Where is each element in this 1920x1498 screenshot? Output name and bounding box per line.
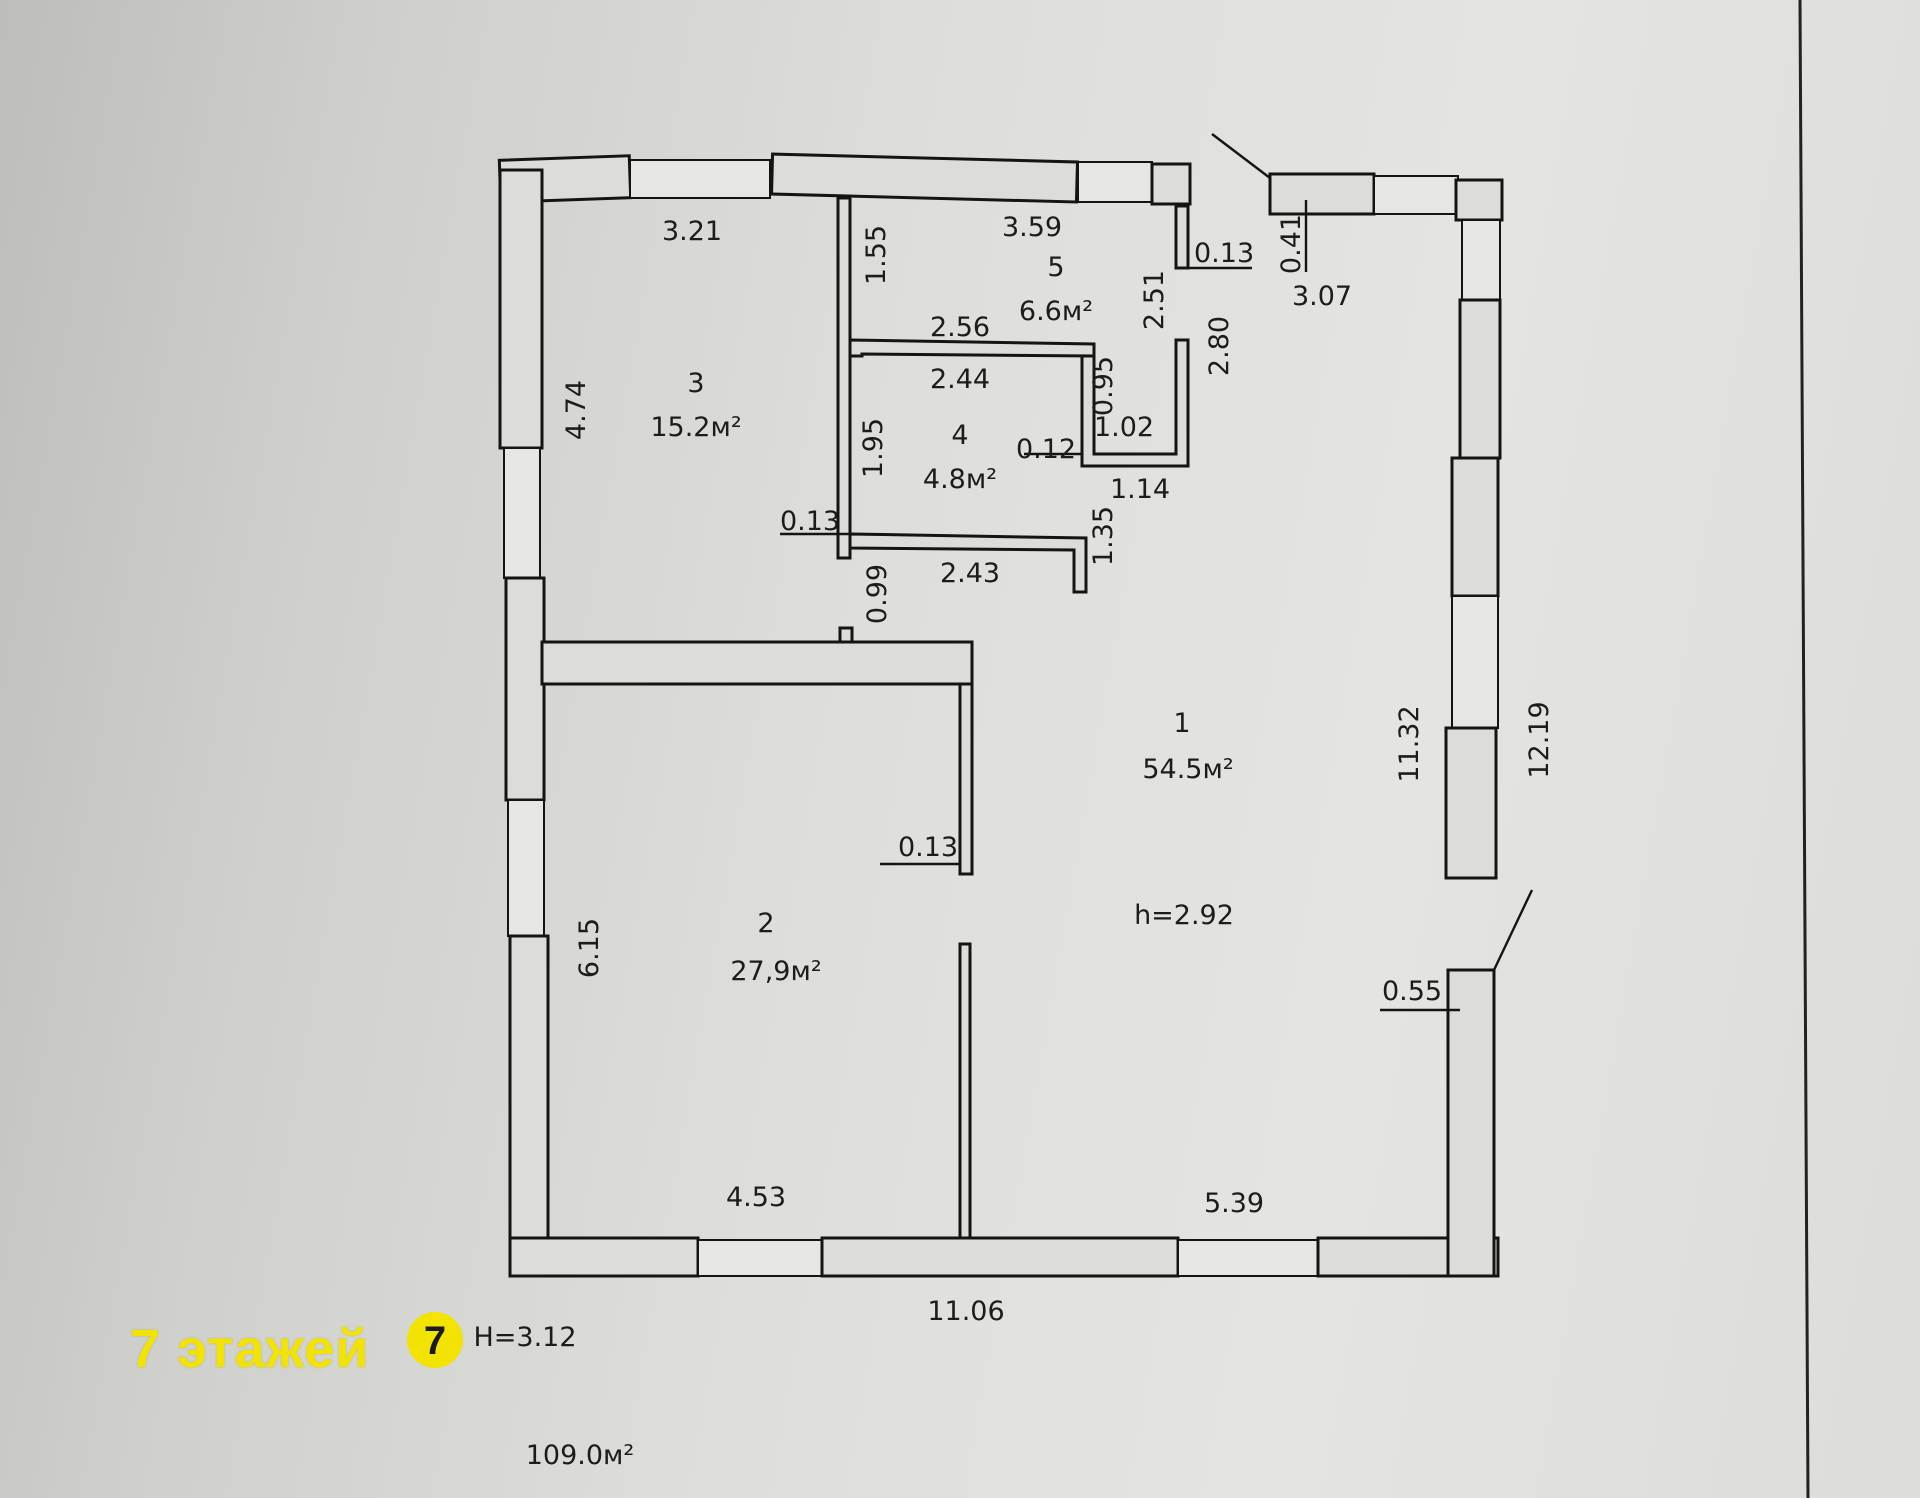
room5-right-stub [1174,204,1190,270]
sheet-border-line [1798,0,1810,1498]
room4-right-wall [1080,338,1190,468]
right-window-1 [1461,219,1501,301]
dim-2-51: 2.51 [1139,270,1170,330]
dim-0-13-room5: 0.13 [1194,238,1254,269]
left-wall-bottom [508,934,550,1278]
dim-1-02: 1.02 [1094,412,1154,443]
dim-2-56: 2.56 [930,312,990,343]
dim-4-74: 4.74 [561,380,592,440]
top-window-1 [629,159,771,199]
entrance-door-swing-top [1211,133,1271,179]
interior-walls [540,196,1190,1240]
room-3-number: 3 [687,368,704,399]
entrance-door-swing-right [1492,889,1534,971]
dimension-labels: 3.21 1.55 3.59 0.13 0.41 3.07 2.51 2.56 … [561,212,1555,1327]
dim-3-21: 3.21 [662,216,722,247]
room-2-area: 27,9м² [730,956,821,987]
dim-1-95: 1.95 [858,418,889,478]
right-wall-top [1458,298,1502,460]
top-wall-corner-right [1454,178,1504,222]
room-1-number: 1 [1173,708,1190,739]
top-wall-stub [1150,162,1192,206]
room-5-area: 6.6м² [1019,296,1093,327]
dim-4-53: 4.53 [726,1182,786,1213]
bottom-wall-left [508,1236,700,1278]
dim-0-12: 0.12 [1016,434,1076,465]
dim-12-19: 12.19 [1524,701,1555,778]
dim-11-06: 11.06 [927,1296,1004,1327]
room-labels: 5 6.6м² 3 15.2м² 4 4.8м² 1 54.5м² h=2.92… [650,252,1234,987]
dim-5-39: 5.39 [1204,1188,1264,1219]
dim-6-15: 6.15 [574,918,605,978]
dim-1-14: 1.14 [1110,474,1170,505]
right-wall-2 [1450,456,1500,598]
room-5-number: 5 [1047,252,1064,283]
brand-logo-digit: 7 [424,1319,446,1363]
left-window-2 [507,799,545,937]
top-window-2 [1077,161,1153,203]
right-wall-3 [1444,726,1498,880]
partition-stub [838,626,854,644]
dim-3-59: 3.59 [1002,212,1062,243]
room4-bottom-wall [848,532,1088,594]
dimension-leaders [780,200,1460,1012]
partition-3-2 [540,640,974,686]
partition-3-5 [836,196,852,560]
room-4-number: 4 [951,420,968,451]
dim-11-32: 11.32 [1394,705,1425,782]
room-4-area: 4.8м² [923,464,997,495]
left-wall-top [498,168,544,450]
top-window-3 [1373,175,1459,215]
total-area-label: 109.0м² [526,1440,635,1471]
dim-2-44: 2.44 [930,364,990,395]
left-window-1 [503,447,541,579]
dim-2-80: 2.80 [1204,316,1235,376]
partition-5-4 [848,338,1096,358]
bottom-window-2 [1177,1239,1319,1277]
room-1-height: h=2.92 [1134,900,1234,931]
dim-0-41: 0.41 [1276,214,1307,274]
dim-2-43: 2.43 [940,558,1000,589]
brand-logo-icon: 7 [407,1312,463,1368]
left-wall-mid [504,576,546,802]
partition-2-1-upper [958,682,974,876]
top-wall-right-1 [1268,172,1376,216]
brand-watermark-text: 7 этажей [130,1319,370,1379]
outer-walls [497,152,1504,1278]
partition-2-1-lower [958,942,972,1240]
right-window-2 [1451,595,1499,729]
bottom-window-1 [697,1239,823,1277]
dim-0-13-a: 0.13 [780,506,840,537]
bottom-wall-mid [820,1236,1180,1278]
dim-0-55: 0.55 [1382,976,1442,1007]
dim-0-13-b: 0.13 [898,832,958,863]
dim-0-95: 0.95 [1088,356,1119,416]
dim-0-99: 0.99 [862,564,893,624]
room-2-number: 2 [757,908,774,939]
room-3-area: 15.2м² [650,412,741,443]
top-wall-mid [769,152,1080,204]
right-wall-bottom [1446,968,1496,1278]
dim-1-35: 1.35 [1088,506,1119,566]
room-1-area: 54.5м² [1142,754,1233,785]
dim-1-55: 1.55 [861,225,892,285]
outer-height-label: H=3.12 [473,1322,576,1353]
dim-3-07: 3.07 [1292,281,1352,312]
